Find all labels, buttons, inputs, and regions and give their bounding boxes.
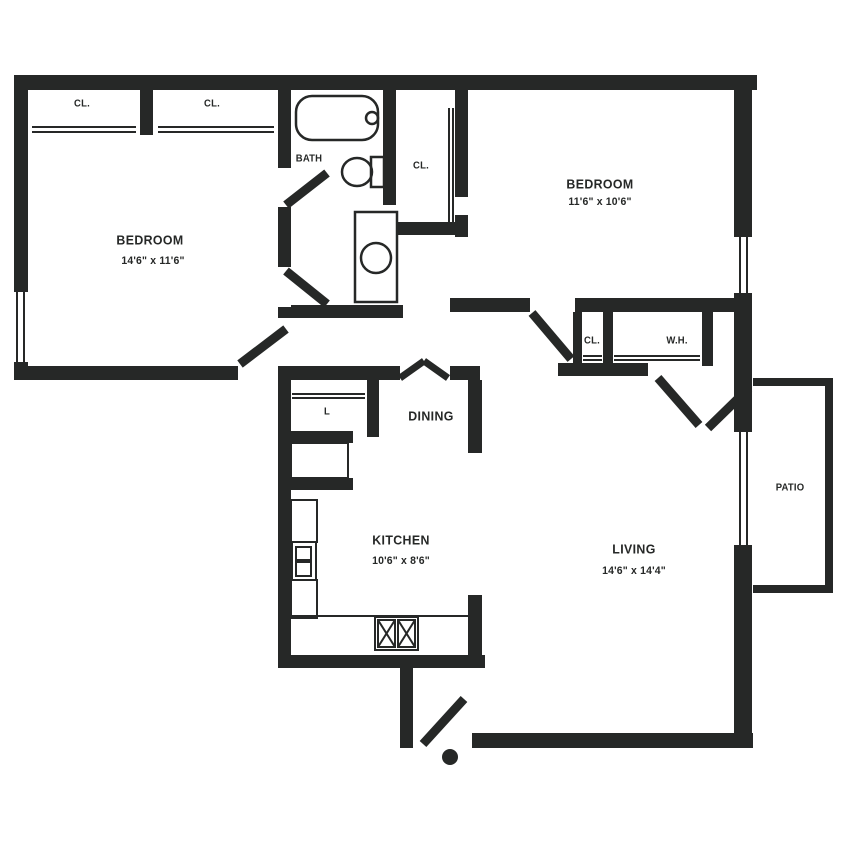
bedroom2-door [528,310,575,362]
wall-patio-top [753,378,833,386]
wall-dining-top-a [290,366,400,380]
bath-door-lower [283,267,330,308]
entry-door-knob-icon [442,749,458,765]
bath-label: BATH [295,153,323,165]
bath-hall-closet-label: CL. [413,160,429,172]
toilet-tank-icon [369,155,386,189]
bedroom1-door [237,325,289,368]
vanity-icon [353,210,399,304]
wall-bath-right [383,90,396,205]
wall-living-bottom [472,733,753,748]
kitchen-dims: 10'6" x 8'6" [372,555,430,567]
closet1-label: CL. [74,98,90,110]
entry-door [419,695,468,748]
wall-right-c [734,545,752,748]
kitchen-name: KITCHEN [372,532,430,548]
pantry-icon [290,442,349,479]
wall-pantry-bottom [291,478,353,490]
windows [14,237,752,545]
kitchen-sink-icon [374,616,419,651]
wall-top [14,75,757,90]
wall-hall-cl-bottom [558,363,648,376]
bedroom2-name: BEDROOM [566,176,634,192]
window-bedroom2-right [734,237,752,293]
closet1-shelves [32,126,274,133]
wall-dining-right-b [468,595,482,667]
window-patio-slider [734,432,752,545]
wall-hall-cl-a [573,312,582,366]
wall-hall-cl-b [603,312,613,366]
bedroom1-dims: 14'6" x 11'6" [121,255,185,267]
doors [237,169,753,748]
patio-label: PATIO [775,482,805,494]
wall-patio-right [825,378,833,593]
wall-right-a [734,75,752,237]
wall-bed2-bottom-a [450,298,530,312]
closet2-label: CL. [204,98,220,110]
wall-patio-bottom [753,585,833,593]
wall-bath-left-c [278,307,291,318]
kitchen-counter-left [290,499,318,619]
wall-hall-cl-c [702,312,713,366]
hall-living-door-left [654,375,703,428]
living-dims: 14'6" x 14'4" [602,565,666,577]
wall-entry-left [400,668,413,748]
living-name: LIVING [612,541,656,557]
window-bedroom1-left [14,292,28,362]
water-heater-label: W.H. [666,335,688,347]
wall-bed2-left-b [455,215,468,237]
hall-closet-label: CL. [584,335,600,347]
bath-hall-closet-shelves [448,108,454,228]
wall-bed2-left-a [455,90,468,197]
wall-dining-right-a [468,380,482,453]
wall-bed1-bottom [14,366,238,380]
fixtures [32,94,700,651]
bath-sink-icon [359,241,393,275]
dining-door-left [397,358,427,381]
bedroom1-name: BEDROOM [116,232,184,248]
wall-linen-right [367,379,379,437]
walls [14,75,833,748]
dining-name: DINING [408,408,454,424]
wall-kitchen-bottom [278,655,485,668]
hall-living-door-right [704,384,753,432]
toilet-icon [340,156,374,188]
wall-bath-left-a [278,90,291,168]
wall-right-b [734,293,752,432]
bathtub-faucet-icon [364,110,380,126]
dining-door-right [421,358,451,381]
hall-closet-shelves [583,355,700,361]
wall-bath-left-b [278,207,291,267]
wall-mid-left [278,366,291,668]
wall-bed2-bottom-b [575,298,734,312]
wall-closet-divider [140,90,153,135]
bath-door-upper [283,169,330,209]
bedroom2-dims: 11'6" x 10'6" [568,196,632,208]
linen-closet-shelves [292,393,365,399]
wall-dining-top-b [450,366,480,380]
wall-hallcloset-bottom [396,222,455,235]
wall-linen-bottom [291,431,353,443]
linen-closet-label: L [324,406,330,418]
wall-bath-bottom [291,305,403,318]
